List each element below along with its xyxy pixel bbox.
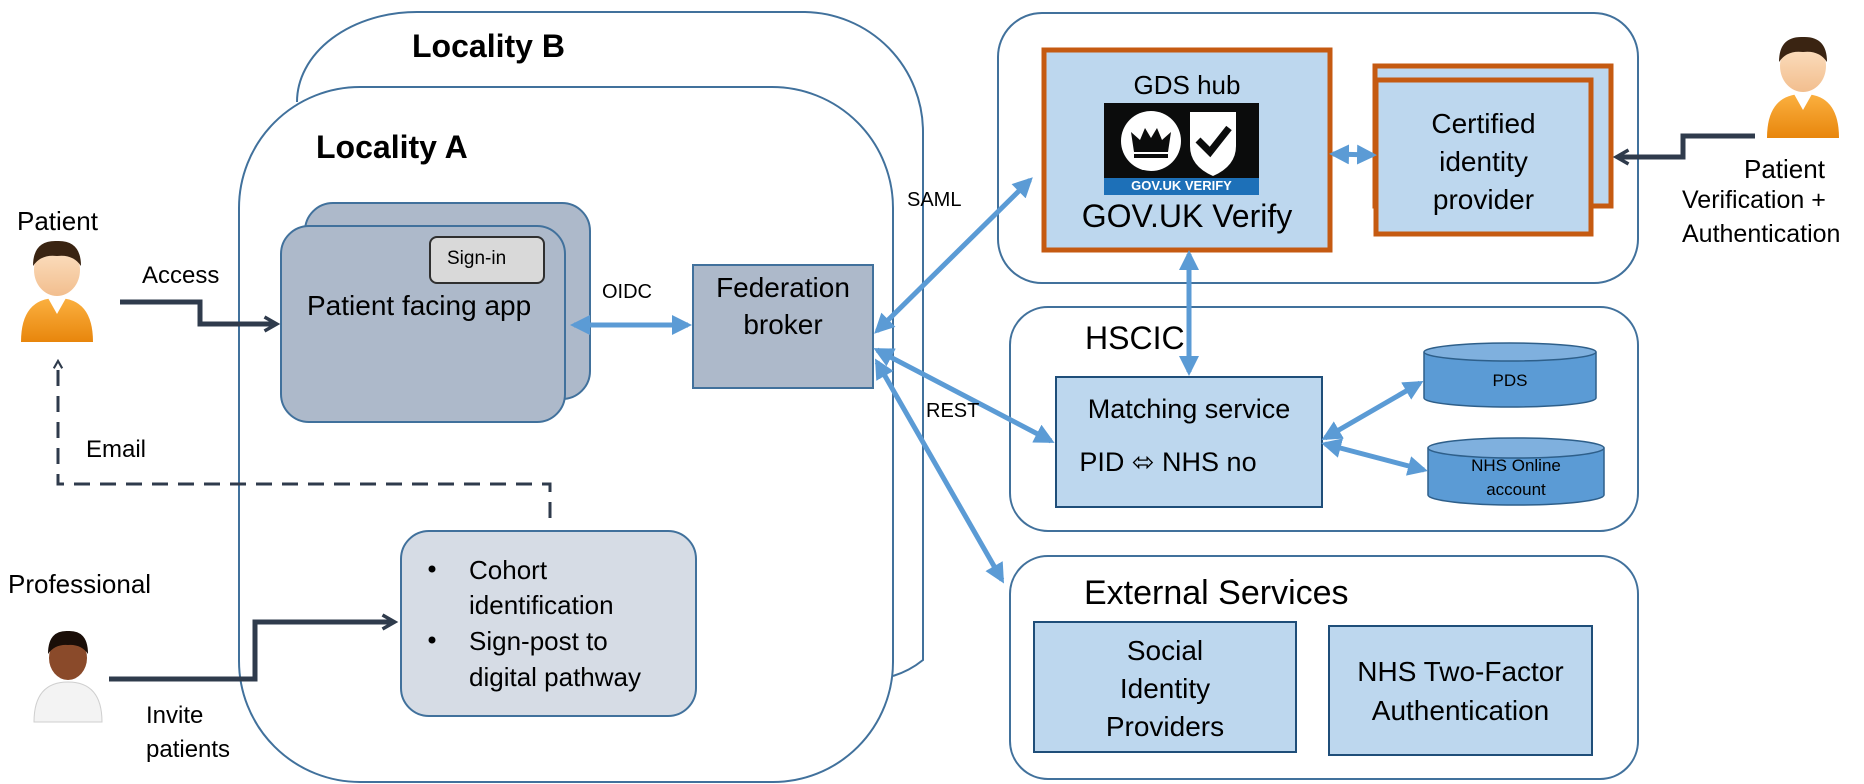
matching-nhs-online-arrow xyxy=(1321,438,1428,476)
external-arrow xyxy=(874,358,1005,584)
crown-shape xyxy=(1131,128,1171,152)
matching-pid-label: PID ⬄ NHS no xyxy=(1079,447,1257,477)
two-factor-label-1: NHS Two-Factor xyxy=(1357,656,1564,687)
invite-arrow xyxy=(109,613,399,682)
social-label-2: Identity xyxy=(1119,673,1211,704)
certified-label-2: identity xyxy=(1439,146,1528,177)
crown-base xyxy=(1134,154,1168,158)
oidc-label: OIDC xyxy=(602,281,652,303)
email-label: Email xyxy=(86,436,147,463)
saml-label: SAML xyxy=(907,189,962,211)
sign-in-label[interactable]: Sign-in xyxy=(447,248,507,269)
email-arrow xyxy=(52,358,552,518)
tick-mark xyxy=(1195,125,1232,158)
locality-b-title: Locality B xyxy=(412,28,565,64)
external-services-title: External Services xyxy=(1084,574,1349,612)
nhs-online-account-database[interactable] xyxy=(1427,437,1605,506)
two-factor-label-2: Authentication xyxy=(1371,695,1550,726)
bullet-dot xyxy=(428,565,436,573)
patient-label-right: Patient xyxy=(1744,154,1825,184)
cohort-bullet1-line1: Cohort xyxy=(469,555,548,585)
person-icon xyxy=(21,240,93,342)
matching-pds-arrow xyxy=(1321,380,1424,441)
cohort-bullet1-line2: identification xyxy=(469,590,614,620)
certified-identity-provider[interactable] xyxy=(1373,77,1594,237)
professional-label: Professional xyxy=(8,569,152,599)
matching-service-label: Matching service xyxy=(1087,394,1291,424)
certified-label-1: Certified xyxy=(1431,108,1536,139)
social-identity-providers[interactable] xyxy=(1033,621,1297,753)
verification-label-2: Authentication xyxy=(1682,220,1841,248)
hscic-title: HSCIC xyxy=(1085,320,1185,356)
locality-a-title: Locality A xyxy=(316,129,468,165)
person-icon xyxy=(1767,36,1839,138)
gov-uk-verify-label: GOV.UK Verify xyxy=(1081,198,1293,234)
pds-label: PDS xyxy=(1492,371,1528,390)
social-label-3: Providers xyxy=(1105,711,1225,742)
nhs-two-factor-authentication[interactable] xyxy=(1328,625,1593,756)
federation-broker-label-2: broker xyxy=(743,309,823,340)
access-label: Access xyxy=(142,262,220,289)
invite-label-1: Invite xyxy=(146,702,204,729)
nhs-online-label-2: account xyxy=(1486,480,1546,499)
gov-uk-verify-logo-text: GOV.UK VERIFY xyxy=(1131,178,1232,193)
sign-in-button[interactable] xyxy=(429,236,545,284)
nhs-online-label-1: NHS Online xyxy=(1471,456,1561,475)
bullet-dot xyxy=(428,636,436,644)
social-label-1: Social xyxy=(1126,635,1204,666)
federation-broker[interactable] xyxy=(692,264,874,389)
patient-label-left: Patient xyxy=(17,206,98,236)
rest-label: REST xyxy=(926,400,980,422)
access-arrow xyxy=(120,299,281,333)
invite-label-2: patients xyxy=(146,736,231,763)
patient-facing-app-label: Patient facing app xyxy=(307,290,532,321)
gds-hub-label: GDS hub xyxy=(1133,70,1241,100)
verification-label-1: Verification + xyxy=(1682,186,1826,214)
pds-database[interactable] xyxy=(1423,342,1597,408)
matching-service[interactable] xyxy=(1055,376,1323,508)
federation-broker-label-1: Federation xyxy=(716,272,850,303)
person-icon xyxy=(33,630,103,723)
gds-certified-arrow xyxy=(1329,144,1377,165)
cohort-bullet2-line1: Sign-post to xyxy=(469,626,608,656)
verification-arrow xyxy=(1612,133,1755,166)
cohort-box xyxy=(400,530,697,717)
gds-hub[interactable] xyxy=(1041,47,1333,253)
saml-arrow xyxy=(874,177,1033,334)
cohort-bullet2-line2: digital pathway xyxy=(469,662,641,692)
certified-label-3: provider xyxy=(1432,184,1535,215)
